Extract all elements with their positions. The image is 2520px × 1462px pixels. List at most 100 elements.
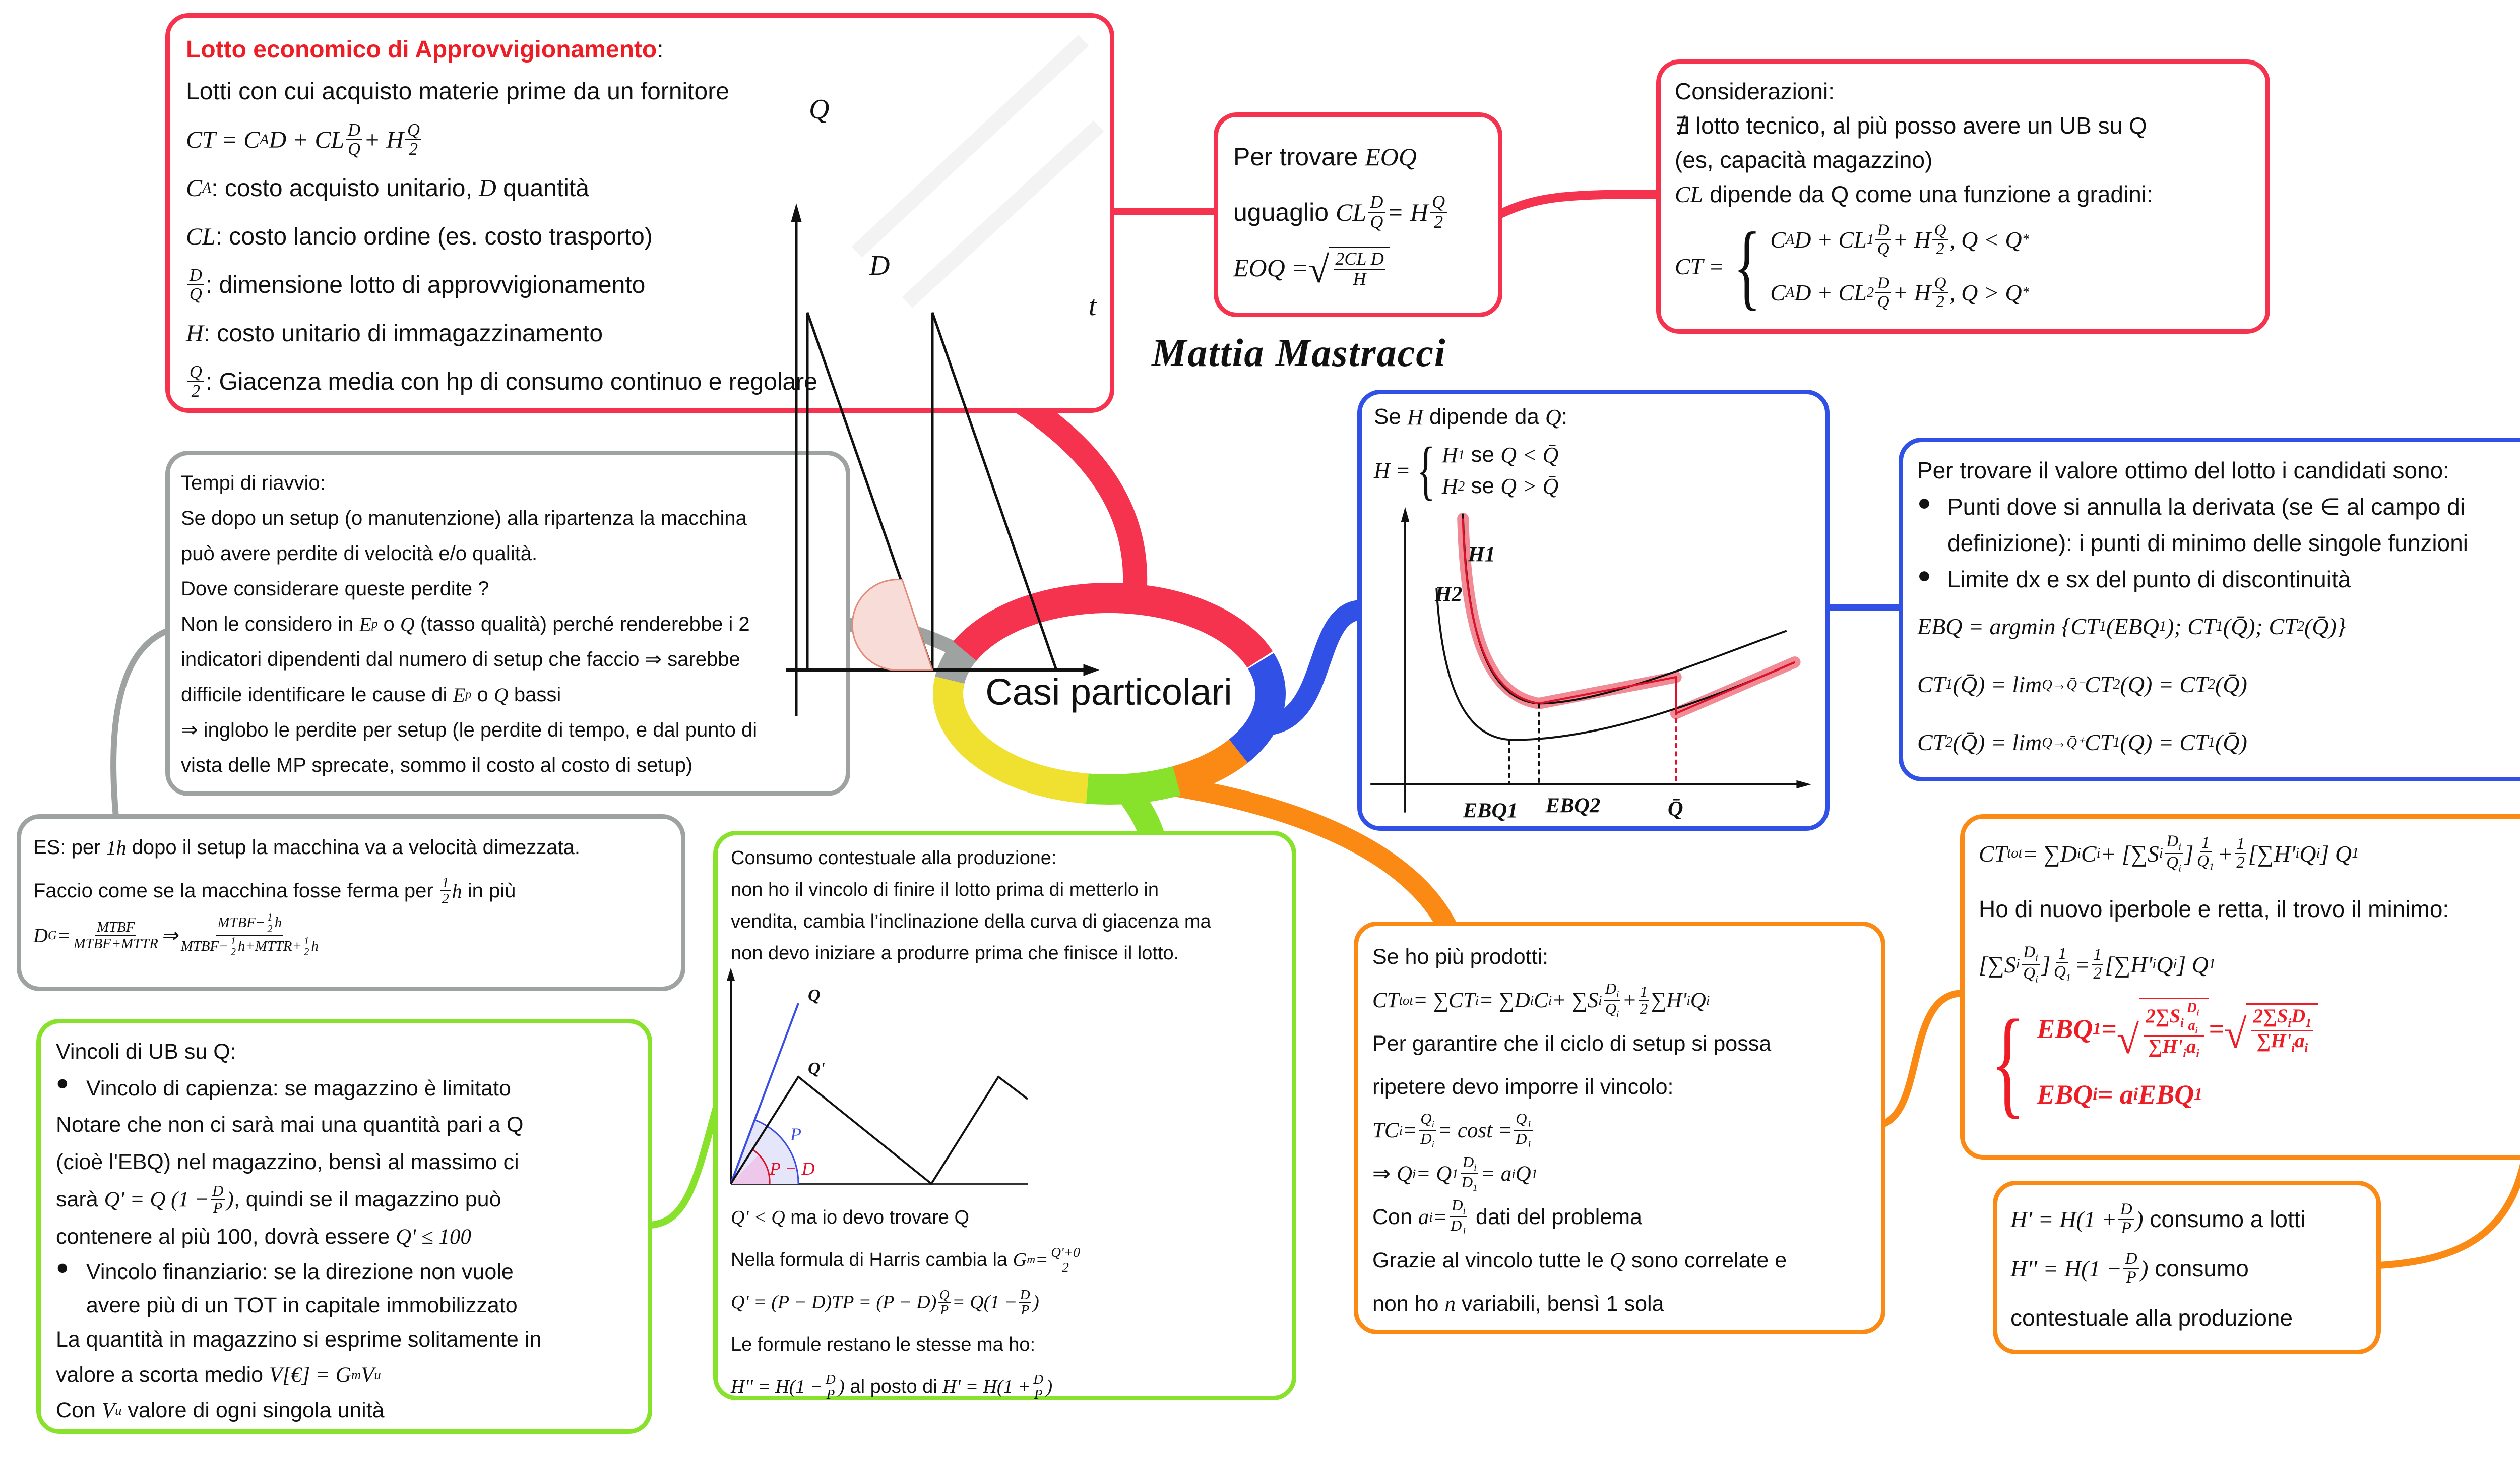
connector-green-vincoli (647, 1106, 719, 1229)
bullet-item: ● Vincolo finanziario: se la direzione n… (56, 1255, 633, 1322)
ct-lhs: CT = (1675, 254, 1724, 279)
consumo-intro: Consumo contestuale alla produzione:non … (731, 842, 1279, 969)
node-tempi-riavvio[interactable]: Tempi di riavvio:Se dopo un setup (o man… (165, 451, 850, 796)
node-esempio[interactable]: ES: per 1h dopo il setup la macchina va … (17, 814, 685, 991)
text-line: ripetere devo imporre il vincolo: (1372, 1074, 1674, 1099)
bullet-icon: ● (1917, 562, 1931, 588)
bullet-item: ● Vincolo di capienza: se magazzino è li… (56, 1071, 633, 1106)
text-line: vista delle MP sprecate, sommo il costo … (181, 754, 693, 776)
brace-icon: { (1416, 434, 1436, 507)
author-signature: Mattia Mastracci (1152, 331, 1446, 375)
text-line: Ho di nuovo iperbole e retta, il trovo i… (1979, 896, 2449, 922)
text-line: contenere al più 100, dovrà essere Q' ≤ … (56, 1224, 471, 1249)
bullet-item: ● Punti dove si annulla la derivata (se … (1917, 489, 2520, 561)
lotto-title: Lotto economico di Approvvigionamento (186, 36, 657, 63)
h-dipende-title: Se H dipende da Q: (1374, 404, 1568, 430)
text-line: ∄ lotto tecnico, al più posso avere un U… (1675, 112, 2147, 139)
connector-green-main (1111, 774, 1164, 847)
text-line: non devo iniziare a produrre prima che f… (731, 943, 1179, 964)
text-line: Limite dx e sx del punto di discontinuit… (1947, 566, 2351, 592)
vincoli-text: La quantità in magazzino si esprime soli… (56, 1322, 633, 1428)
text-line: Le formule restano le stesse ma ho: (731, 1333, 1036, 1355)
text-line: CL dipende da Q come una funzione a grad… (1675, 181, 2153, 207)
connector-red-considerazioni (1495, 190, 1663, 219)
node-consumo-contestuale[interactable]: Consumo contestuale alla produzione:non … (713, 831, 1296, 1402)
text-line: non ho il vincolo di finire il lotto pri… (731, 879, 1159, 900)
bullet-text: Vincolo finanziario: se la direzione non… (86, 1255, 518, 1322)
text-line: non ho n variabili, bensì 1 sola (1372, 1291, 1664, 1316)
bullet-text: Vincolo di capienza: se magazzino è limi… (86, 1071, 511, 1106)
tempi-lines: Tempi di riavvio:Se dopo un setup (o man… (181, 465, 835, 783)
text-line: Grazie al vincolo tutte le Q sono correl… (1372, 1248, 1787, 1272)
text-line: (es, capacità magazzino) (1675, 147, 1933, 173)
node-considerazioni[interactable]: Considerazioni: ∄ lotto tecnico, al più p… (1656, 59, 2270, 334)
text-line: ⇒ inglobo le perdite per setup (le perdi… (181, 719, 758, 741)
text-line: Dove considerare queste perdite ? (181, 577, 489, 600)
node-valore-ottimo[interactable]: Per trovare il valore ottimo del lotto i… (1899, 438, 2520, 781)
bullet-text: Punti dove si annulla la derivata (se ∈ … (1947, 489, 2468, 561)
connector-blue-main (1250, 600, 1371, 736)
vincoli-title: Vincoli di UB su Q: (56, 1039, 236, 1064)
text-line: può avere perdite di velocità e/o qualit… (181, 542, 538, 565)
text-line: Lotti con cui acquisto materie prime da … (186, 78, 729, 105)
text-line: La quantità in magazzino si esprime soli… (56, 1327, 542, 1352)
text-line: CL: costo lancio ordine (es. costo trasp… (186, 223, 653, 250)
text-line: Vincolo di capienza: se magazzino è limi… (86, 1076, 511, 1101)
text-line: Se ho più prodotti: (1372, 944, 1549, 969)
text-line: Tempi di riavvio: (181, 471, 326, 494)
bullet-text: Limite dx e sx del punto di discontinuit… (1947, 561, 2351, 597)
bullet-icon: ● (1917, 489, 1931, 515)
node-vincoli[interactable]: Vincoli di UB su Q: ● Vincolo di capienz… (36, 1019, 652, 1434)
text-line: avere più di un TOT in capitale immobili… (86, 1293, 518, 1317)
central-topic[interactable]: Casi particolari (985, 671, 1232, 713)
text-line: definizione): i punti di minimo delle si… (1947, 530, 2469, 556)
node-lotto-economico[interactable]: Lotto economico di Approvvigionamento : … (165, 13, 1114, 413)
text-line: Faccio come se la macchina fosse ferma p… (33, 874, 516, 907)
text-line: ES: per 1h dopo il setup la macchina va … (33, 836, 581, 859)
brace-icon: { (1990, 995, 2026, 1129)
brace-icon: { (1733, 213, 1761, 319)
text-line: Considerazioni: (1675, 78, 1835, 104)
slope-angle-arc (851, 579, 934, 671)
h-lhs: H = (1374, 458, 1411, 483)
